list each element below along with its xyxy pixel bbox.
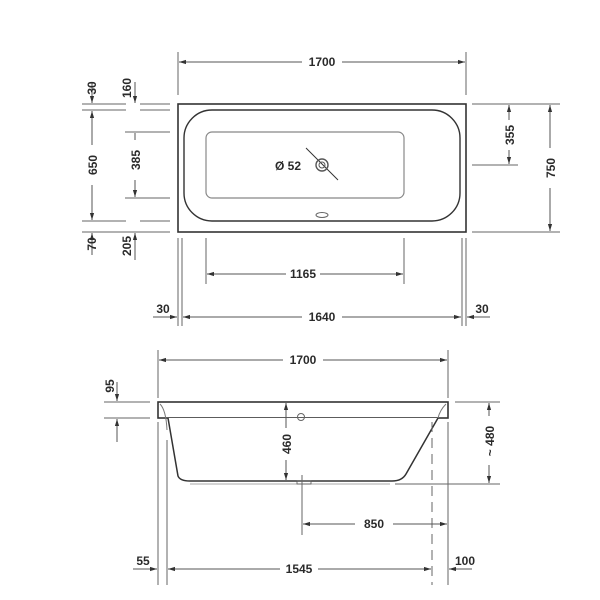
plan-bottom-rim: 70 xyxy=(85,237,99,251)
basin-bottom xyxy=(205,131,405,199)
basin-bottom-length: 1165 xyxy=(290,267,316,281)
side-left-offset: 55 xyxy=(136,554,150,568)
overflow-icon xyxy=(315,212,329,218)
side-right-offset: 100 xyxy=(455,554,475,568)
plan-overall-length: 1700 xyxy=(309,55,336,69)
overall-height: ~ 480 xyxy=(483,425,497,456)
rim-thickness: 95 xyxy=(103,379,117,393)
bottom-length: 1545 xyxy=(286,562,313,576)
drain-position: 850 xyxy=(364,517,384,531)
plan-basin-bottom-width: 385 xyxy=(129,150,143,170)
plan-inner-length: 1640 xyxy=(309,310,336,324)
plan-right-rim: 30 xyxy=(475,302,489,316)
tub-inner-rim xyxy=(183,109,461,222)
drain-side-icon xyxy=(296,480,312,485)
plan-inner-top: 160 xyxy=(120,78,134,98)
plan-view: 1700 Ø 52 355 750 xyxy=(82,52,560,326)
plan-inner-bottom: 205 xyxy=(120,236,134,256)
inner-depth: 460 xyxy=(280,434,294,454)
overflow-side-icon xyxy=(297,413,305,421)
plan-top-rim: 30 xyxy=(85,81,99,95)
tub-body-side xyxy=(167,417,439,482)
plan-inner-width: 650 xyxy=(86,155,100,175)
side-overall-length: 1700 xyxy=(290,353,317,367)
drain-icon xyxy=(305,147,339,181)
drain-diameter: Ø 52 xyxy=(275,159,301,173)
plan-overall-width: 750 xyxy=(544,158,558,178)
drain-offset: 355 xyxy=(503,125,517,145)
plan-left-rim: 30 xyxy=(156,302,170,316)
side-view: 1700 460 ~ 480 95 850 xyxy=(103,350,500,585)
tub-rim-side xyxy=(157,401,449,419)
